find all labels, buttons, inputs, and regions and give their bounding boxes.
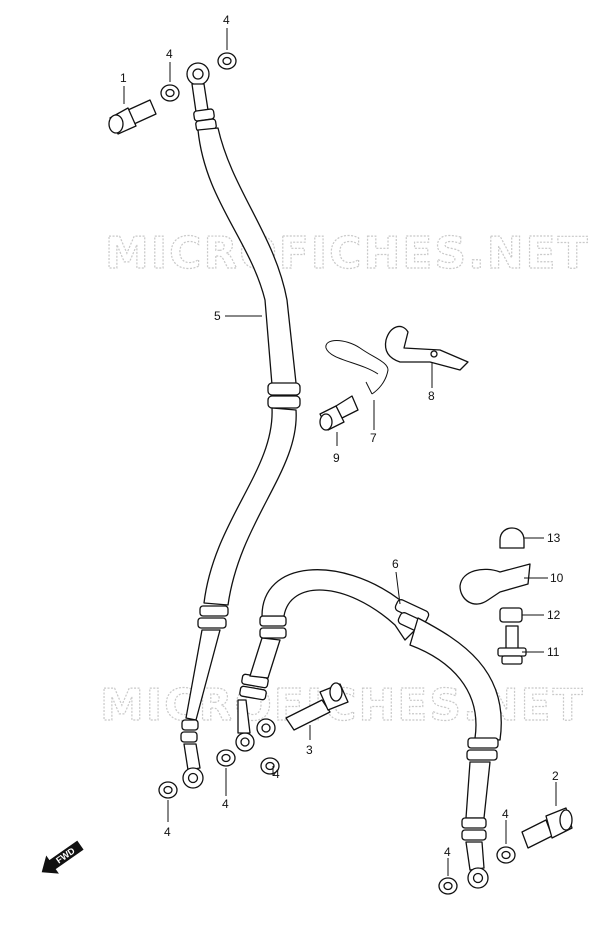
clip-7 [325,340,389,395]
washers [158,52,516,895]
bolt-3 [285,682,349,731]
banjo-fitting [256,718,276,738]
callout-10: 10 [550,571,564,585]
nut-12 [499,607,523,623]
leader-lines [123,28,557,876]
union-bolt-2 [521,807,573,849]
callout-7: 7 [370,431,377,445]
bolt-9 [319,395,359,431]
callout-9: 9 [333,451,340,465]
callout-4-e: 4 [273,767,280,781]
callout-4-c: 4 [164,825,171,839]
callout-12: 12 [547,608,561,622]
callout-4-a: 4 [166,47,173,61]
callout-1: 1 [120,71,127,85]
callout-2: 2 [552,769,559,783]
callout-13: 13 [547,531,561,545]
bolt-11 [497,625,527,665]
callout-4-f: 4 [502,807,509,821]
cap-nut-13 [499,527,525,549]
callout-4-d: 4 [222,797,229,811]
callout-11: 11 [547,645,560,659]
callout-labels: 1 4 4 5 3 9 7 8 6 10 13 12 11 2 4 4 4 4 … [120,13,564,859]
watermark-top: MICROFICHES.NET [105,228,590,279]
callout-5: 5 [214,309,221,323]
clamp-10 [459,563,531,605]
forward-arrow-icon: FWD [41,840,84,874]
bracket-8 [384,325,469,371]
union-bolt-1 [108,99,157,135]
callout-8: 8 [428,389,435,403]
callout-4-b: 4 [223,13,230,27]
brake-hose-upper [180,62,301,789]
callout-6: 6 [392,557,399,571]
brake-hose-lower [235,569,502,889]
callout-4-g: 4 [444,845,451,859]
callout-3: 3 [306,743,313,757]
